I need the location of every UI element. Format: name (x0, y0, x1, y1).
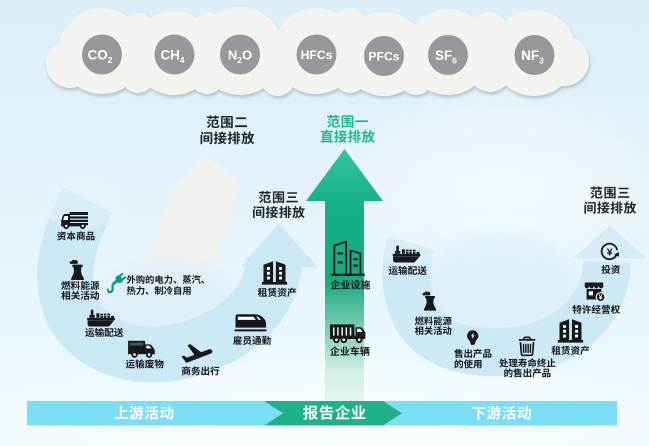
svg-text:NF3: NF3 (521, 48, 544, 65)
svg-text:SF6: SF6 (435, 48, 457, 65)
svg-text:¥: ¥ (607, 247, 613, 259)
svg-text:HFCs: HFCs (301, 48, 333, 62)
svg-text:¥: ¥ (599, 293, 603, 302)
svg-text:CH4: CH4 (160, 48, 184, 65)
svg-text:N2O: N2O (228, 47, 252, 65)
svg-text:CO2: CO2 (88, 48, 113, 65)
svg-text:PFCs: PFCs (368, 50, 399, 64)
